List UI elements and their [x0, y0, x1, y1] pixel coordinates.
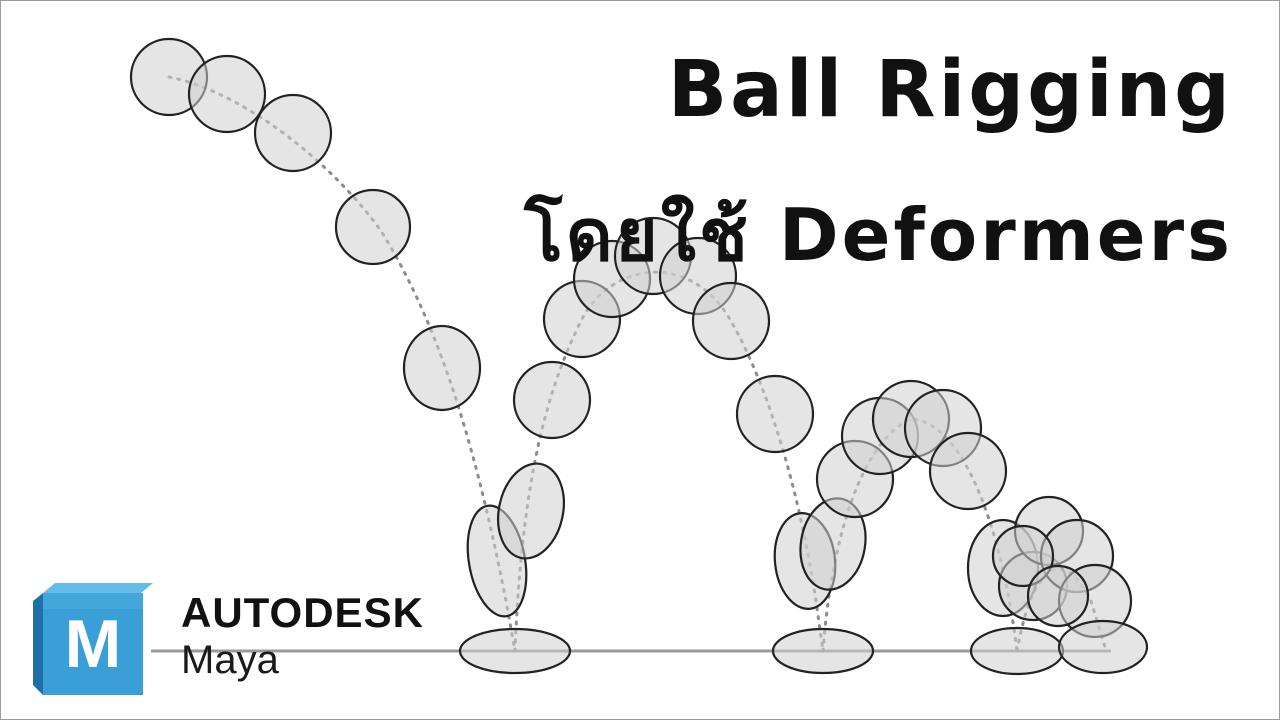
trajectory-path [513, 270, 825, 653]
ball-frame [187, 54, 267, 134]
title-line-2: โดยใช้ Deformers [524, 193, 1233, 277]
ball-frame [928, 431, 1008, 511]
maya-icon-letter: M [65, 606, 122, 682]
ball-frame [1057, 619, 1149, 675]
ball-frame [334, 188, 412, 266]
ball-frame [512, 360, 592, 440]
brand-text: AUTODESK Maya [181, 589, 424, 683]
ball-frame [691, 281, 771, 361]
ball-frame [458, 627, 572, 675]
trajectory-path [1015, 567, 1107, 653]
autodesk-maya-logo: M AUTODESK Maya [33, 579, 424, 695]
ball-frame [1026, 564, 1090, 628]
ball-frames [129, 37, 1149, 676]
maya-app-icon: M [33, 583, 153, 695]
ball-frame [771, 627, 875, 675]
ball-frame [735, 374, 815, 454]
title-line-1: Ball Rigging [667, 45, 1233, 135]
ball-frame [969, 626, 1065, 676]
ball-frame [497, 462, 565, 560]
ball-frame [991, 524, 1055, 588]
brand-name: AUTODESK [181, 589, 424, 636]
product-name: Maya [181, 638, 279, 682]
ball-frame [253, 93, 333, 173]
ball-frame [402, 324, 482, 412]
